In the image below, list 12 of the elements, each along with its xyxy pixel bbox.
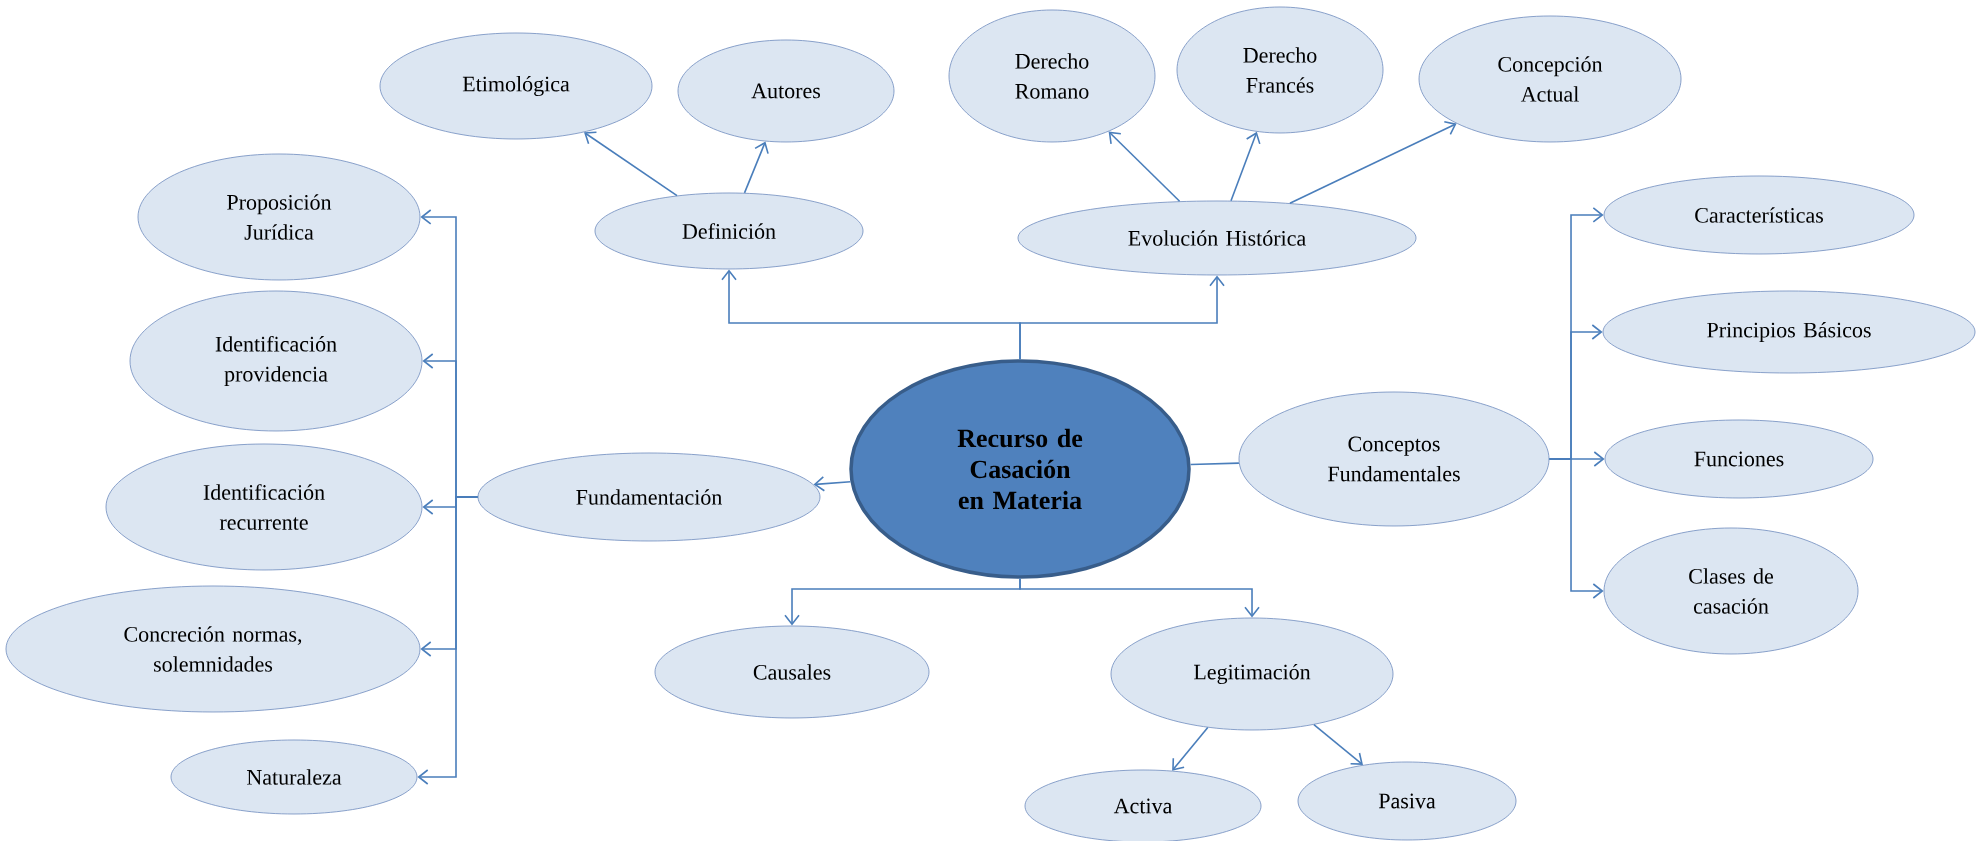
arrow <box>1172 726 1209 771</box>
arrow <box>1313 723 1363 765</box>
arrow <box>1230 131 1261 202</box>
arrow <box>813 476 852 492</box>
arrow <box>417 496 479 785</box>
arrow <box>1548 458 1604 599</box>
arrow <box>743 141 769 194</box>
arrow <box>584 131 678 197</box>
arrow <box>1108 131 1181 203</box>
arrow <box>1289 120 1457 204</box>
arrow <box>1019 275 1225 361</box>
arrow <box>1019 577 1260 618</box>
